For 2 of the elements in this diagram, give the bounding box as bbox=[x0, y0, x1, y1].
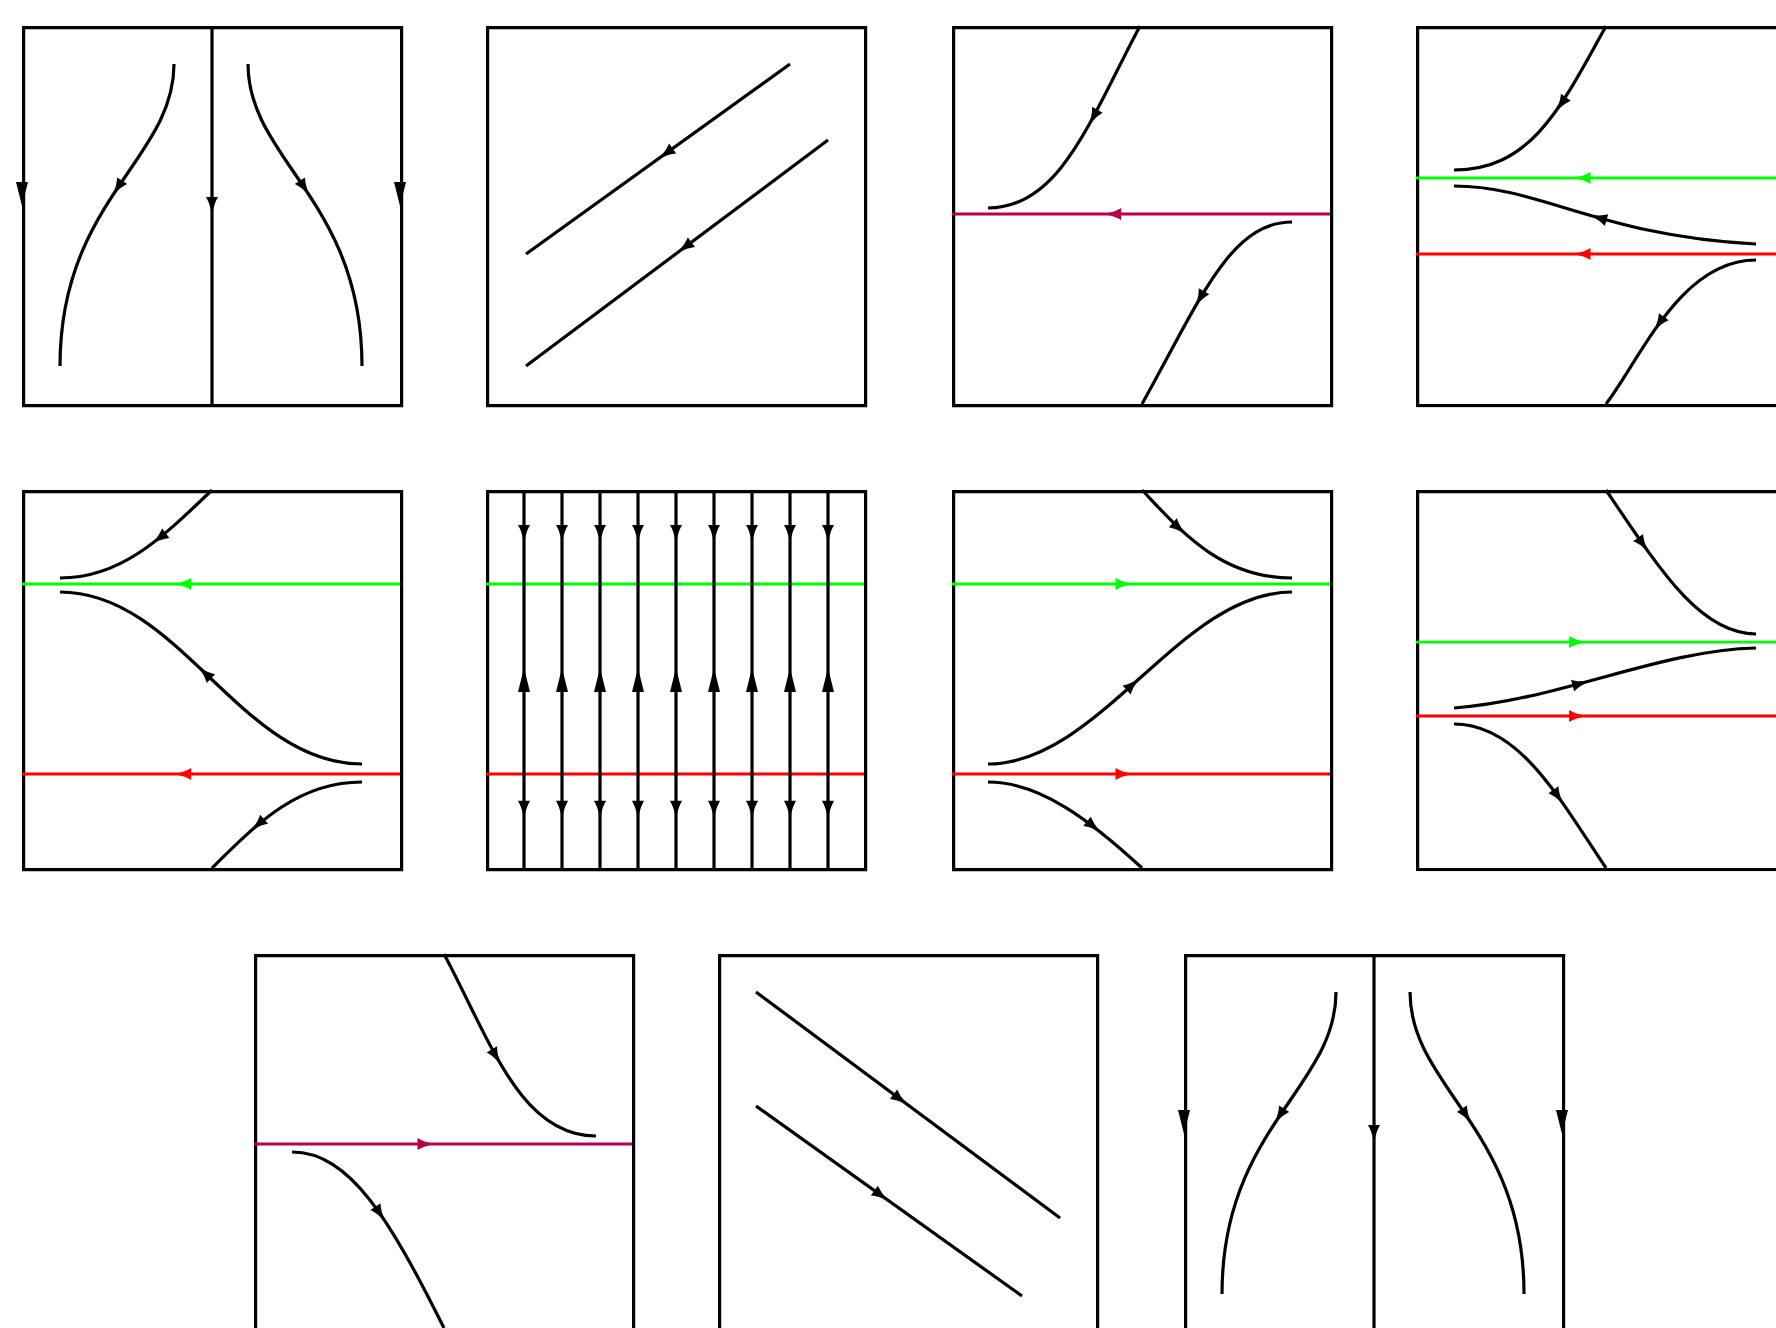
phase-portrait-frame bbox=[486, 26, 868, 408]
phase-portrait-frame bbox=[718, 954, 1100, 1328]
